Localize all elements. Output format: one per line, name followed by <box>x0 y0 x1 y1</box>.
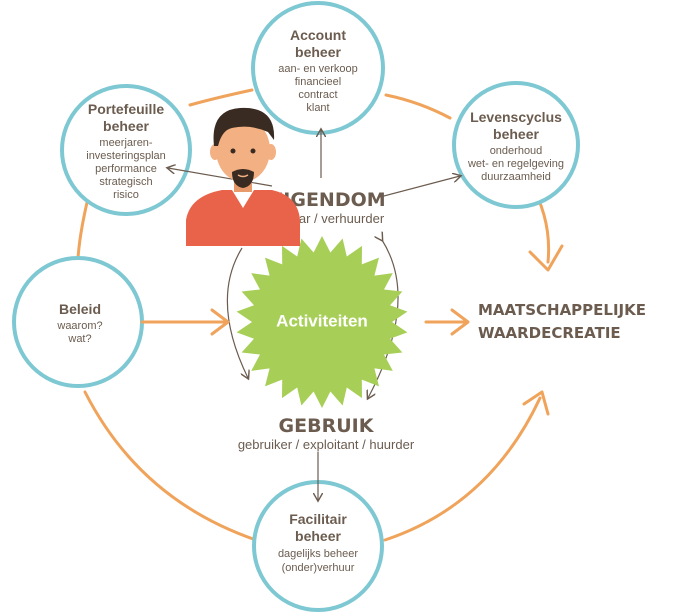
beleid-node: Beleid waarom? wat? <box>56 301 102 345</box>
outcome-line2: WAARDECREATIE <box>478 324 621 342</box>
eigendom-title: EIGENDOM <box>270 189 385 211</box>
portefeuille-title1: Portefeuille <box>88 101 164 117</box>
portefeuille-line-3: performance <box>95 163 157 175</box>
beleid-line-1: waarom? <box>56 320 102 332</box>
beleid-line-2: wat? <box>67 333 91 345</box>
account-line-2: financieel <box>295 76 341 88</box>
levenscyclus-title2: beheer <box>493 126 539 142</box>
node-circles <box>12 1 580 612</box>
levenscyclus-line-1: onderhoud <box>490 145 543 157</box>
activiteiten-burst <box>236 236 408 408</box>
portefeuille-circle <box>60 84 192 216</box>
gebruik-title: GEBRUIK <box>279 415 375 437</box>
orange-arrows <box>140 308 470 336</box>
levenscyclus-line-2: wet- en regelgeving <box>467 158 564 170</box>
portefeuille-node: Portefeuille beheer meerjaren- investeri… <box>86 101 166 201</box>
levenscyclus-line-3: duurzaamheid <box>481 171 551 183</box>
facilitair-node: Facilitair beheer dagelijks beheer (onde… <box>278 511 358 574</box>
facilitair-title1: Facilitair <box>289 511 347 527</box>
facilitair-line-1: dagelijks beheer <box>278 548 358 560</box>
levenscyclus-title1: Levenscyclus <box>470 109 562 125</box>
person-avatar-icon <box>186 107 300 246</box>
account-line-3: contract <box>298 89 337 101</box>
portefeuille-line-1: meerjaren- <box>99 137 153 149</box>
portefeuille-line-5: risico <box>113 189 139 201</box>
account-title2: beheer <box>295 44 341 60</box>
portefeuille-line-2: investeringsplan <box>86 150 166 162</box>
ring-arrowheads <box>522 244 564 416</box>
account-title1: Account <box>290 27 346 43</box>
gebruik-sub: gebruiker / exploitant / huurder <box>238 437 415 452</box>
levenscyclus-node: Levenscyclus beheer onderhoud wet- en re… <box>467 109 564 183</box>
facilitair-line-2: (onder)verhuur <box>282 562 355 574</box>
portefeuille-line-4: strategisch <box>99 176 152 188</box>
account-node: Account beheer aan- en verkoop financiee… <box>278 27 358 114</box>
account-line-1: aan- en verkoop <box>278 63 358 75</box>
facilitair-circle <box>252 480 384 612</box>
facilitair-title2: beheer <box>295 528 341 544</box>
account-line-4: klant <box>306 102 329 114</box>
beleid-title1: Beleid <box>59 301 101 317</box>
outcome-line1: MAATSCHAPPELIJKE <box>478 301 646 319</box>
levenscyclus-circle <box>452 81 580 209</box>
portefeuille-title2: beheer <box>103 118 149 134</box>
activiteiten-label: Activiteiten <box>276 311 368 330</box>
